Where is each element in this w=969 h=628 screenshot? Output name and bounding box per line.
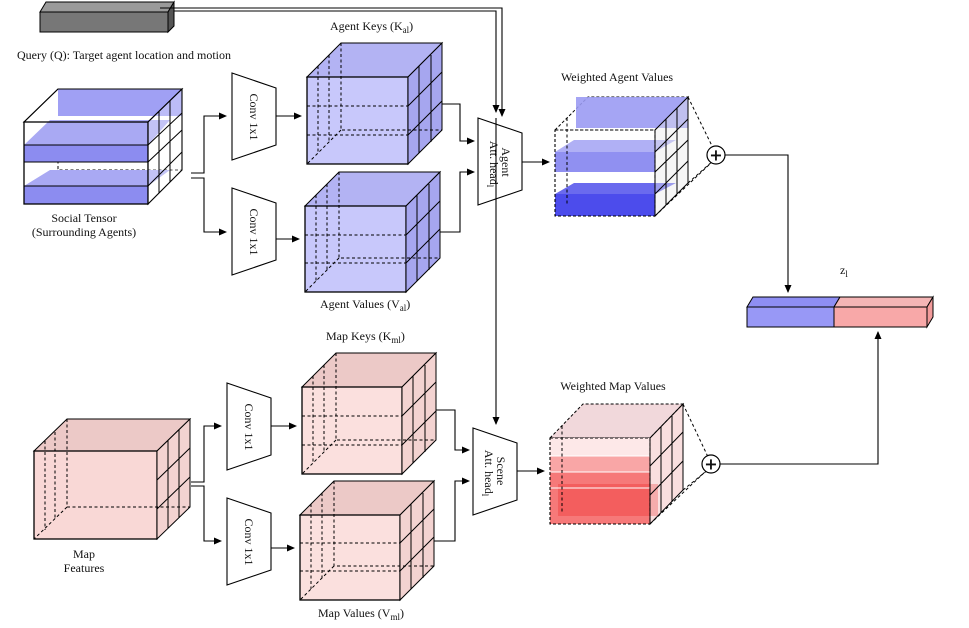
query-bar (39, 0, 175, 34)
map-features (32, 417, 192, 541)
svg-text:Conv 1x1: Conv 1x1 (242, 403, 256, 450)
svg-text:Scene: Scene (494, 457, 508, 486)
projection-lines (649, 96, 715, 525)
weighted-map-values (548, 402, 685, 526)
weighted-map-label: Weighted Map Values (560, 379, 666, 393)
svg-text:Conv 1x1: Conv 1x1 (247, 208, 261, 255)
svg-text:Att. headl: Att. headl (485, 141, 501, 188)
map-values-label: Map Values (Vml) (318, 606, 404, 622)
svg-text:Conv 1x1: Conv 1x1 (242, 518, 256, 565)
social-tensor (22, 87, 184, 206)
output-vector (746, 295, 934, 329)
connectors (160, 7, 882, 552)
weighted-agent-values (553, 95, 690, 218)
sum-node-map: + (701, 454, 721, 474)
social-tensor-label-2: (Surrounding Agents) (32, 225, 136, 239)
map-keys-label: Map Keys (Kml) (326, 329, 405, 345)
map-values-cube (298, 479, 436, 602)
conv-block-map-keys: Conv 1x1 (226, 382, 272, 471)
agent-keys-cube (305, 41, 444, 166)
agent-keys-label: Agent Keys (Kal) (330, 19, 413, 35)
map-features-label-1: Map (73, 547, 95, 561)
svg-text:Agent: Agent (499, 147, 513, 177)
agent-attention-head: Agent Att. headl (477, 117, 523, 206)
conv-block-agent-values: Conv 1x1 (231, 187, 277, 276)
output-label: zl (840, 263, 848, 279)
svg-text:+: + (704, 455, 717, 474)
sum-node-agent: + (706, 145, 726, 165)
conv-block-agent-keys: Conv 1x1 (231, 72, 277, 161)
agent-values-cube (303, 170, 442, 294)
query-label: Query (Q): Target agent location and mot… (17, 48, 231, 62)
svg-text:+: + (709, 146, 722, 165)
svg-text:Conv 1x1: Conv 1x1 (247, 93, 261, 140)
weighted-agent-label: Weighted Agent Values (561, 70, 673, 84)
social-tensor-label-1: Social Tensor (51, 211, 116, 225)
agent-values-label: Agent Values (Val) (320, 297, 410, 313)
map-keys-cube (300, 351, 438, 476)
conv-block-map-values: Conv 1x1 (226, 497, 272, 586)
svg-text:Att. headl: Att. headl (480, 450, 496, 497)
scene-attention-head: Scene Att. headl (472, 427, 518, 516)
map-features-label-2: Features (64, 561, 105, 575)
